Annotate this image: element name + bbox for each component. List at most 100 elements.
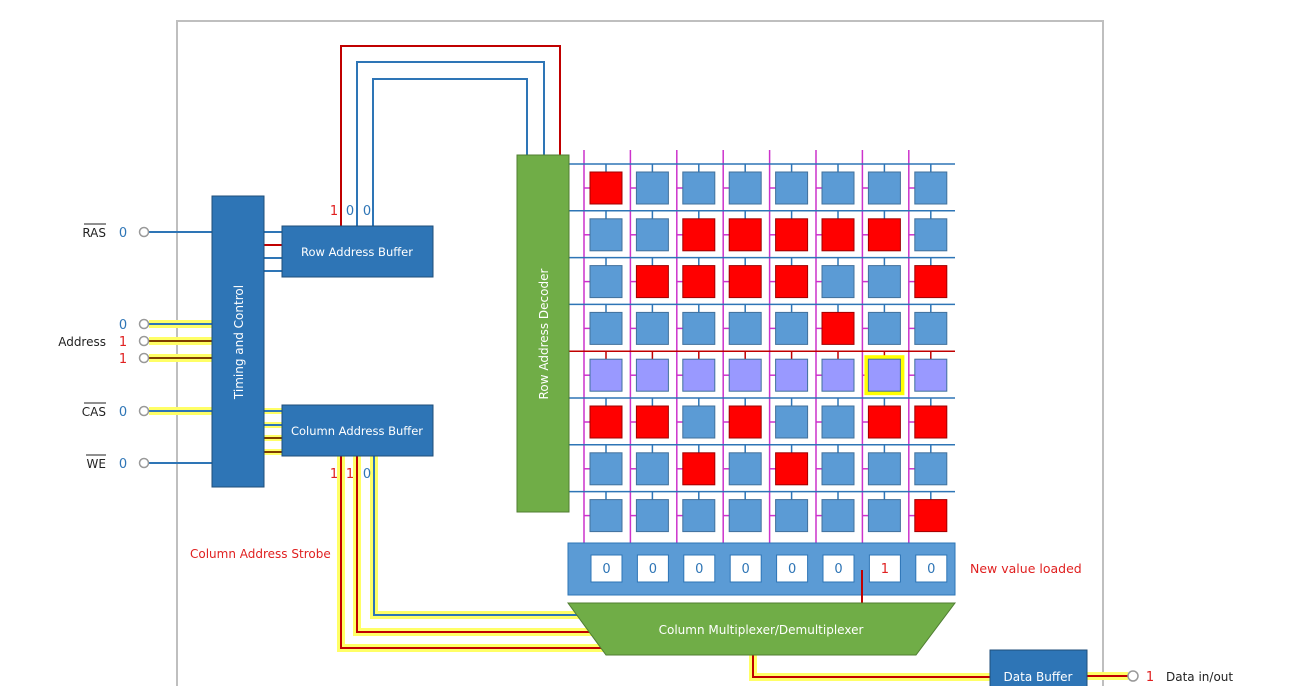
memory-cell — [635, 452, 669, 486]
memory-cell — [821, 452, 855, 486]
memory-cell — [775, 452, 809, 486]
row-address-decoder-label: Row Address Decoder — [537, 269, 551, 400]
memory-cell — [728, 499, 762, 533]
timing-control-block — [211, 195, 265, 488]
memory-cell — [682, 452, 716, 486]
sense-bit-box — [868, 554, 901, 583]
sense-bit-value: 0 — [695, 562, 703, 577]
memory-cell — [635, 499, 669, 533]
memory-cell — [775, 358, 809, 392]
memory-cell — [914, 405, 948, 439]
col-bit-2: 0 — [363, 467, 371, 482]
address-value-1: 1 — [119, 335, 127, 350]
col-bit-0: 1 — [330, 467, 338, 482]
row-bit-2: 0 — [363, 204, 371, 219]
memory-cell — [728, 311, 762, 345]
memory-cell — [682, 218, 716, 252]
sense-bit-box — [590, 554, 623, 583]
data-buffer-label: Data Buffer — [1004, 670, 1073, 684]
sense-bit-box — [729, 554, 762, 583]
column-address-wires — [337, 456, 607, 652]
row-wire-2 — [356, 61, 545, 226]
new-value-annotation: New value loaded — [970, 561, 1082, 576]
memory-cell — [682, 171, 716, 205]
data-wire — [752, 655, 990, 678]
sense-bit-value: 1 — [881, 562, 889, 577]
memory-cell — [867, 405, 901, 439]
memory-cell — [635, 171, 669, 205]
row-bit-0: 1 — [330, 204, 338, 219]
address-terminal-1[interactable] — [138, 335, 150, 347]
memory-cell — [589, 358, 623, 392]
memory-cell — [914, 265, 948, 299]
row-wire-1 — [340, 45, 561, 226]
row-address-decoder — [516, 154, 570, 513]
memory-cell — [635, 218, 669, 252]
row-bit-1: 0 — [346, 204, 354, 219]
memory-cell — [728, 218, 762, 252]
memory-cell — [821, 171, 855, 205]
we-value: 0 — [119, 457, 127, 472]
cas-strobe-annotation: Column Address Strobe — [190, 547, 331, 561]
ras-terminal[interactable] — [138, 226, 150, 238]
memory-cell — [914, 358, 948, 392]
memory-cell — [914, 171, 948, 205]
memory-cell — [821, 218, 855, 252]
cas-value: 0 — [119, 405, 127, 420]
sense-bit-box — [776, 554, 809, 583]
memory-cell — [589, 452, 623, 486]
cas-terminal[interactable] — [138, 405, 150, 417]
memory-cell — [821, 499, 855, 533]
sense-bit-box — [683, 554, 716, 583]
memory-cell — [728, 358, 762, 392]
memory-cell — [914, 218, 948, 252]
sense-bit-value: 0 — [834, 562, 842, 577]
memory-cell — [775, 218, 809, 252]
memory-cell — [775, 311, 809, 345]
sense-bit-value: 0 — [742, 562, 750, 577]
row-address-buffer — [281, 225, 434, 278]
memory-cell — [589, 171, 623, 205]
memory-cell — [635, 265, 669, 299]
memory-cell — [682, 405, 716, 439]
column-address-buffer — [281, 404, 434, 457]
sense-bit-value: 0 — [602, 562, 610, 577]
column-mux-label: Column Multiplexer/Demultiplexer — [659, 623, 864, 637]
memory-cell — [589, 311, 623, 345]
memory-cell — [682, 265, 716, 299]
ras-value: 0 — [119, 226, 127, 241]
memory-cell — [635, 358, 669, 392]
sense-bit-box — [915, 554, 948, 583]
address-terminal-0[interactable] — [138, 318, 150, 330]
memory-cell — [589, 218, 623, 252]
memory-cell — [821, 311, 855, 345]
memory-cell — [775, 499, 809, 533]
sense-bit-value: 0 — [649, 562, 657, 577]
memory-cell — [867, 358, 901, 392]
address-terminal-2[interactable] — [138, 352, 150, 364]
we-terminal[interactable] — [138, 457, 150, 469]
memory-cell — [867, 452, 901, 486]
column-mux — [567, 602, 956, 656]
memory-cell — [821, 405, 855, 439]
data-io-terminal[interactable] — [1127, 670, 1139, 682]
memory-cell — [682, 499, 716, 533]
memory-cell — [914, 452, 948, 486]
memory-cell — [728, 265, 762, 299]
sense-bit-box — [636, 554, 669, 583]
we-label: WE — [87, 457, 106, 471]
row-wire-3 — [372, 78, 528, 226]
memory-cell — [728, 171, 762, 205]
col-bit-1: 1 — [346, 467, 354, 482]
memory-cell — [914, 499, 948, 533]
memory-cell — [821, 265, 855, 299]
memory-cell — [775, 265, 809, 299]
memory-cell — [914, 311, 948, 345]
memory-cell — [867, 265, 901, 299]
memory-cell — [775, 405, 809, 439]
input-terminals[interactable] — [138, 226, 150, 469]
address-label: Address — [58, 335, 106, 349]
memory-cell — [635, 405, 669, 439]
memory-cell — [867, 218, 901, 252]
address-value-0: 0 — [119, 318, 127, 333]
